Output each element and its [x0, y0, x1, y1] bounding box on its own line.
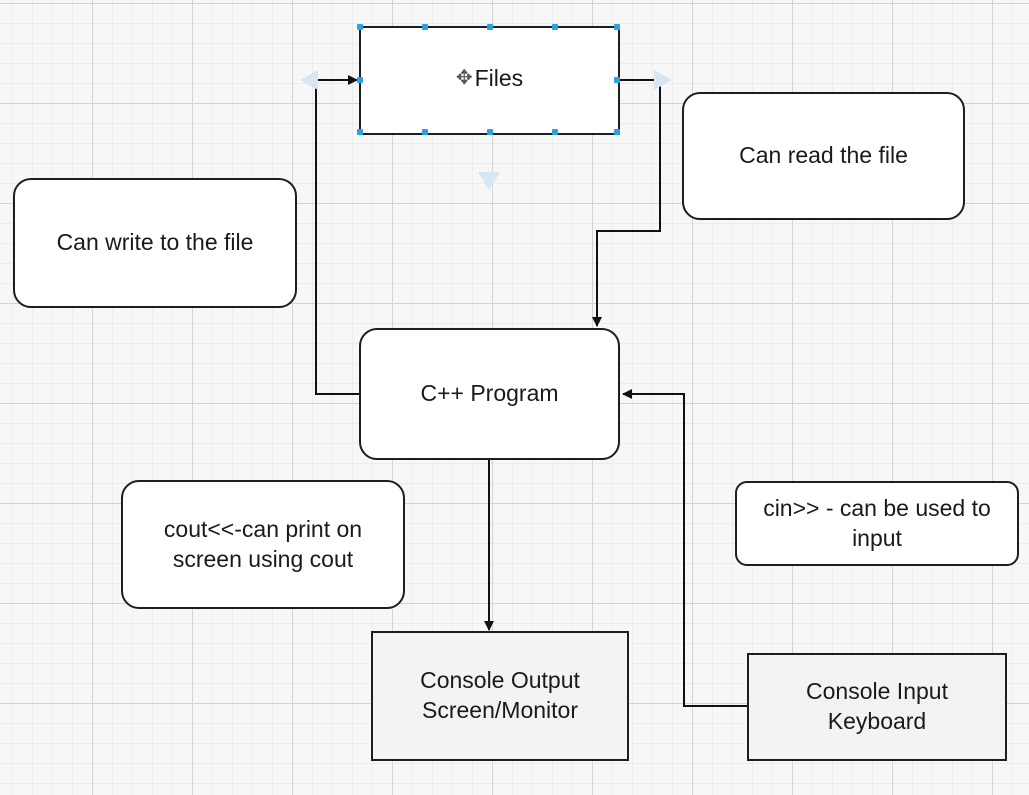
resize-handle-bottom-right[interactable]: [614, 129, 620, 135]
move-icon: ✥: [455, 67, 473, 90]
resize-handle-bottom-3[interactable]: [552, 129, 558, 135]
cpp-program-node[interactable]: C++ Program: [359, 328, 620, 460]
resize-handle-left[interactable]: [357, 77, 363, 83]
cin-note-label: cin>> - can be used to input: [763, 494, 991, 551]
edge-files-to-program[interactable]: [592, 79, 661, 327]
resize-handle-top-left[interactable]: [357, 24, 363, 30]
resize-handle-right[interactable]: [614, 77, 620, 83]
resize-handle-top-3[interactable]: [552, 24, 558, 30]
console-output-node[interactable]: Console Output Screen/Monitor: [371, 631, 629, 761]
edge-input-to-program[interactable]: [622, 389, 747, 707]
resize-handle-bottom-center[interactable]: [487, 129, 493, 135]
resize-handle-bottom-left[interactable]: [357, 129, 363, 135]
edge-program-to-files[interactable]: [315, 75, 359, 395]
console-output-label: Console Output Screen/Monitor: [420, 667, 580, 723]
cout-note-label: cout<<-can print on screen using cout: [163, 515, 363, 572]
files-label-group: ✥ Files: [456, 64, 523, 94]
drag-guide-left-icon: [300, 70, 318, 90]
console-input-node[interactable]: Console Input Keyboard: [747, 653, 1007, 761]
drag-guide-right-icon: [654, 70, 672, 90]
resize-handle-bottom-1[interactable]: [422, 129, 428, 135]
resize-handle-top-center[interactable]: [487, 24, 493, 30]
cpp-program-label: C++ Program: [420, 380, 559, 407]
can-read-label: Can read the file: [739, 142, 908, 169]
can-write-label: Can write to the file: [56, 229, 254, 256]
can-read-note[interactable]: Can read the file: [682, 92, 965, 220]
files-node[interactable]: ✥ Files: [357, 24, 620, 135]
cin-note[interactable]: cin>> - can be used to input: [735, 481, 1019, 566]
console-input-label: Console Input Keyboard: [806, 678, 948, 734]
cout-note[interactable]: cout<<-can print on screen using cout: [121, 480, 405, 609]
files-label: Files: [474, 64, 524, 91]
resize-handle-top-right[interactable]: [614, 24, 620, 30]
resize-handle-top-1[interactable]: [422, 24, 428, 30]
drag-guide-down-icon: [478, 172, 500, 190]
can-write-note[interactable]: Can write to the file: [13, 178, 297, 308]
